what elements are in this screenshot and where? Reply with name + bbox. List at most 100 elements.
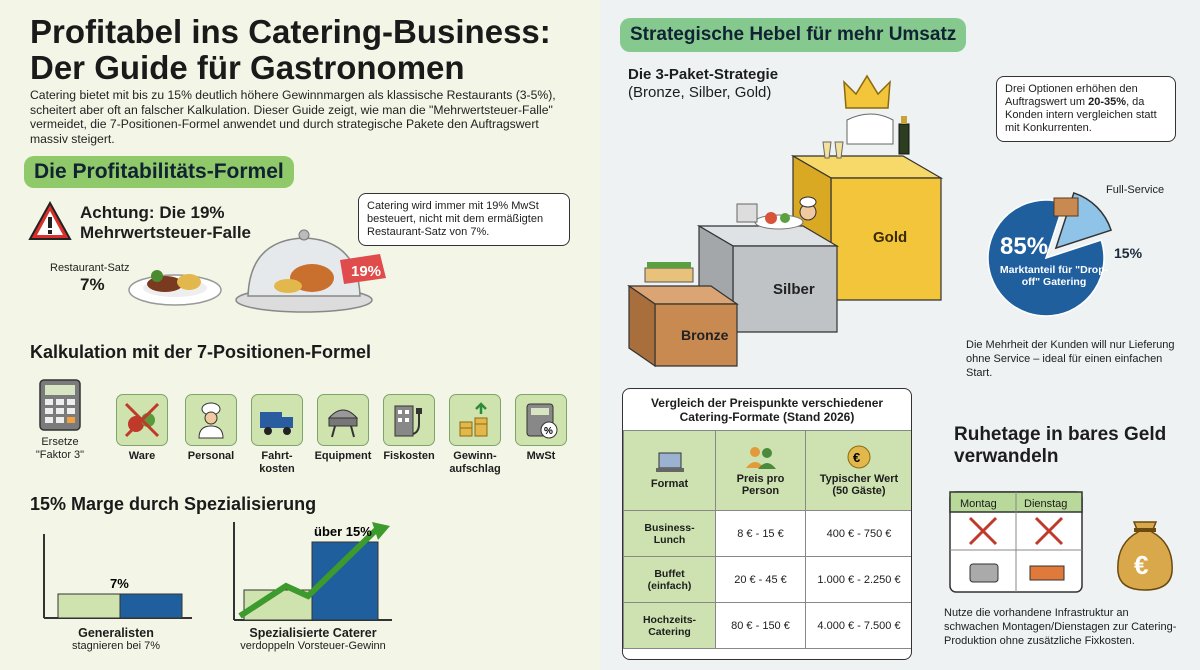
formula-heading: Die Profitabilitäts-Formel [24, 156, 294, 188]
specialist-title: Spezialisierte Caterer [249, 626, 377, 640]
svg-text:%: % [544, 426, 553, 437]
restaurant-rate-value: 7% [80, 275, 105, 294]
cell-wert: 400 € - 750 € [805, 510, 911, 557]
callout-highlight: 20-35% [1088, 96, 1127, 108]
warning-icon [28, 200, 72, 240]
paket-title: Die 3-Paket-Strategie [628, 66, 779, 83]
replace-line-2: "Faktor 3" [35, 449, 85, 461]
calendar-day-2: Dienstag [1024, 498, 1067, 510]
crown-icon [843, 74, 891, 109]
specialist-caption: Spezialisierte Caterer verdoppeln Vorste… [228, 626, 398, 652]
generalist-sub: stagnieren bei 7% [71, 640, 161, 652]
generalist-value: 7% [110, 576, 129, 591]
kosten-label: MwSt [526, 450, 556, 462]
specialist-sub: verdoppeln Vorsteuer-Gewinn [240, 640, 386, 652]
grill-icon [317, 394, 369, 446]
table-row: Hochzeits- Catering 80 € - 150 € 4.000 €… [623, 602, 911, 649]
table-row: Business- Lunch 8 € - 15 € 400 € - 750 € [623, 510, 911, 557]
kosten-label: Fiskosten [383, 450, 435, 462]
ruhetage-heading: Ruhetage in bares Geld verwandeln [954, 424, 1166, 468]
calculator-percent-icon: % [515, 394, 567, 446]
kosten-item-equipment: Equipment [314, 394, 372, 463]
ruhetage-heading-line-2: verwandeln [954, 446, 1059, 467]
chef-icon [185, 394, 237, 446]
left-panel: Profitabel ins Catering-Business: Der Gu… [24, 13, 590, 652]
pie-main-value: 85% [1000, 233, 1048, 260]
people-icon [745, 447, 776, 469]
kosten-label: Fahrt- kosten [259, 450, 295, 475]
box-icon [1053, 197, 1079, 217]
replace-factor-label: Ersetze "Faktor 3" [28, 436, 92, 462]
warning-title: Achtung: Die 19% Mehrwertsteuer-Falle [80, 203, 251, 243]
callout-text-c: , da Konden intern vergleichen statt mit… [1005, 96, 1157, 134]
intro-text: Catering bietet mit bis zu 15% deutlich … [30, 88, 556, 146]
strategie-heading: Strategische Hebel für mehr Umsatz [620, 18, 967, 52]
svg-text:€: € [853, 450, 860, 465]
col-preis-label: Preis pro Person [736, 473, 785, 497]
replace-line-1: Ersetze [41, 436, 79, 448]
comparison-title: Vergleich der Preispunkte verschiedener … [623, 389, 911, 430]
calendar-day-1: Montag [960, 498, 997, 510]
kosten-item-fahrtkosten: Fahrt- kosten [251, 394, 303, 476]
kosten-item-gewinnaufschlag: Gewinn- aufschlag [449, 394, 504, 476]
calculator-icon [39, 379, 81, 431]
bronze-label: Bronze [681, 327, 729, 343]
full-service-label: Full-Service [1106, 184, 1165, 196]
ruhetage-heading-line-1: Ruhetage in bares Geld [954, 424, 1167, 445]
kosten-label: Personal [187, 450, 235, 462]
cell-format: Hochzeits- Catering [623, 602, 716, 649]
cell-preis: 80 € - 150 € [715, 602, 806, 649]
title-line-1: Profitabel ins Catering-Business: [30, 13, 551, 50]
kosten-label: Gewinn- aufschlag [449, 450, 501, 475]
generalist-bar-base [57, 593, 121, 619]
pie-main-label: Marktanteil für "Drop-off" Gatering [999, 264, 1109, 288]
cell-format: Business- Lunch [623, 510, 716, 557]
coins-arrow-icon [449, 394, 501, 446]
tax-tag-text: 19% [351, 263, 381, 280]
kosten-label: Equipment [314, 450, 372, 462]
podium-illustration: Gold Silber Bronze [627, 113, 944, 368]
page-title: Profitabel ins Catering-Business: Der Gu… [30, 14, 590, 86]
pie-note: Die Mehrheit der Kunden will nur Lieferu… [966, 339, 1175, 379]
mwst-callout: Catering wird immer mit 19% MwSt besteue… [358, 193, 570, 246]
comparison-table-card: Vergleich der Preispunkte verschiedener … [622, 388, 912, 660]
paket-subtitle: (Bronze, Silber, Gold) [628, 84, 772, 101]
truck-icon [251, 394, 303, 446]
col-wert-label: Typischer Wert (50 Gäste) [819, 473, 899, 497]
kosten-item-ware: Ware [116, 394, 168, 463]
marge-heading: 15% Marge durch Spezialisierung [30, 494, 317, 514]
generalist-caption: Generalisten stagnieren bei 7% [36, 626, 196, 652]
table-row: Buffet (einfach) 20 € - 45 € 1.000 € - 2… [623, 556, 911, 603]
cell-wert: 4.000 € - 7.500 € [805, 602, 911, 649]
pie-slice-dropoff [987, 199, 1105, 317]
gold-label: Gold [873, 229, 907, 246]
cell-preis: 8 € - 15 € [715, 510, 806, 557]
plate-icon [128, 270, 222, 306]
cell-preis: 20 € - 45 € [715, 556, 806, 603]
laptop-icon [655, 452, 684, 472]
kosten-label: Ware [128, 450, 156, 462]
calendar-icon: Montag Dienstag [949, 491, 1083, 593]
euro-coin-icon: € [847, 445, 871, 469]
money-bag-icon: € [1117, 521, 1173, 591]
header-preis: Preis pro Person [715, 430, 806, 511]
specialist-value: über 15% [314, 524, 372, 539]
generalist-bar [119, 593, 183, 619]
specialist-chart: über 15% [233, 522, 392, 621]
kalkulation-heading: Kalkulation mit der 7-Positionen-Formel [30, 342, 372, 362]
pie-small-value: 15% [1114, 245, 1143, 261]
comparison-title-line-2: Catering-Formate (Stand 2026) [679, 410, 855, 424]
comparison-title-line-1: Vergleich der Preispunkte verschiedener [650, 396, 884, 410]
paket-callout: Drei Optionen erhöhen den Auftragswert u… [996, 76, 1176, 142]
header-format: Format [623, 430, 716, 511]
cell-format: Buffet (einfach) [623, 556, 716, 603]
comparison-table: Format Preis pro Person € Typischer Wert… [623, 430, 911, 649]
kosten-item-personal: Personal [185, 394, 237, 463]
generalist-title: Generalisten [78, 626, 154, 640]
kosten-item-fiskosten: Fiskosten [383, 394, 437, 463]
building-plug-icon [383, 394, 435, 446]
kosten-item-mwst: % MwSt [515, 394, 567, 463]
cloche-icon: 19% [235, 229, 386, 313]
warning-line-2: Mehrwertsteuer-Falle [80, 223, 251, 242]
silber-label: Silber [773, 281, 815, 298]
